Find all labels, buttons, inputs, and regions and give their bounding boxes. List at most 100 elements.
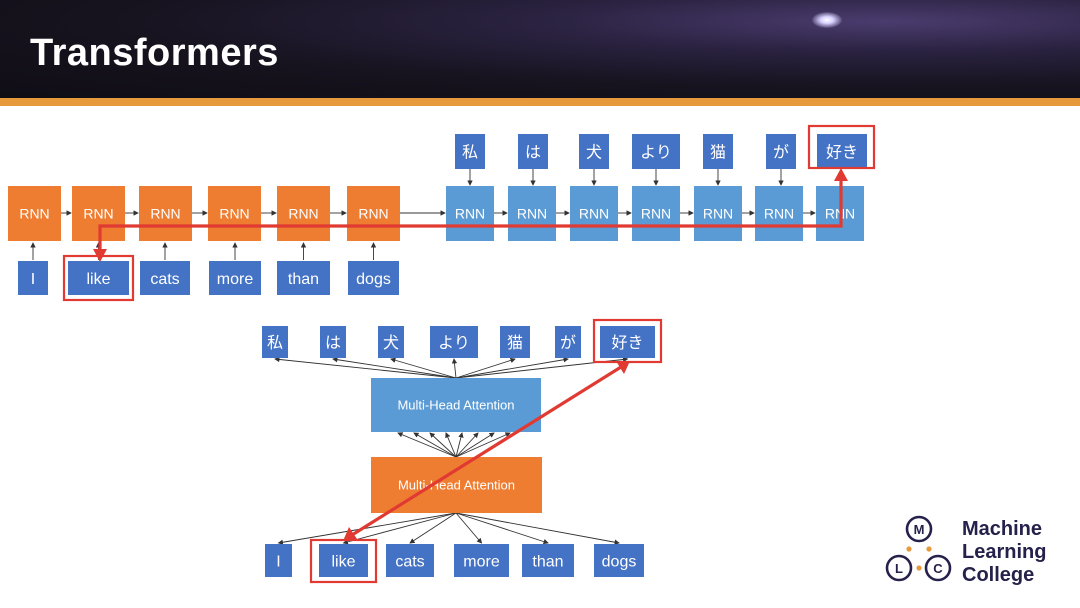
slide-header: Transformers [0, 0, 1080, 98]
attention-encoder-block-label: Multi-Head Attention [398, 478, 515, 493]
attention-output-word: が [555, 326, 581, 358]
attention-decoder-block-label: Multi-Head Attention [397, 398, 514, 413]
attention-direct-path-line [351, 365, 622, 537]
attention-input-arrow [455, 512, 483, 544]
rnn-output-word: 私 [455, 134, 485, 169]
attention-output-word-label: は [325, 335, 341, 352]
rnn-output-word: は [518, 134, 548, 169]
attention-stack-arrow [413, 432, 457, 458]
logo-line-1: Machine [962, 518, 1043, 540]
attention-input-arrow [277, 512, 457, 545]
attention-output-arrow [455, 357, 516, 379]
attention-output-word: 好き [600, 326, 655, 358]
rnn-decoder-cell-label: RNN [455, 206, 485, 222]
attention-stack-arrow [445, 432, 457, 458]
rnn-encoder-cell: RNN [8, 186, 61, 241]
attention-output-arrow [274, 356, 457, 379]
attention-stack-arrow [455, 432, 479, 458]
rnn-decoder-cell: RNN [755, 186, 803, 241]
rnn-long-path-line [98, 176, 843, 251]
rnn-decoder-cell: RNN [570, 186, 618, 241]
rnn-output-word-label: 犬 [586, 143, 602, 161]
rnn-decoder-cell: RNN [632, 186, 680, 241]
attention-path-arrowhead-down [343, 527, 357, 541]
rnn-input-word: dogs [348, 261, 399, 295]
attention-input-word-label: I [276, 553, 280, 570]
rnn-highlight-output-box [807, 124, 876, 170]
attention-stack-arrow [429, 432, 457, 458]
attention-stack-arrow [455, 432, 511, 458]
logo-letter-m: M [914, 522, 925, 537]
attention-stack-arrow [397, 432, 457, 458]
rnn-input-word-label: cats [150, 271, 179, 288]
rnn-encoder-cell-label: RNN [219, 206, 249, 222]
rnn-encoder-cell: RNN [208, 186, 261, 241]
rnn-output-word-label: は [525, 144, 541, 161]
attention-output-word-label: 猫 [507, 334, 523, 352]
rnn-decoder-cell-label: RNN [579, 206, 609, 222]
slide-title: Transformers [30, 32, 279, 74]
rnn-input-word-label: than [288, 271, 319, 288]
attention-input-word-label: cats [395, 553, 424, 570]
rnn-decoder-cell-label: RNN [703, 206, 733, 222]
rnn-output-word: 猫 [703, 134, 733, 169]
rnn-encoder-cell: RNN [347, 186, 400, 241]
rnn-encoder-cell-label: RNN [83, 206, 113, 222]
logo-line-3: College [962, 564, 1035, 586]
rnn-path-arrowhead-up [834, 168, 848, 181]
attention-output-arrow [332, 357, 457, 379]
rnn-output-word-label: 猫 [710, 143, 726, 161]
attention-path-arrowhead-up [616, 361, 630, 374]
rnn-output-word-label: より [640, 144, 672, 161]
rnn-decoder-cell: RNN [508, 186, 556, 241]
rnn-decoder-cell-label: RNN [517, 206, 547, 222]
attention-output-word: 猫 [500, 326, 530, 358]
rnn-encoder-cell-label: RNN [288, 206, 318, 222]
attention-output-word: 私 [262, 326, 288, 358]
rnn-input-word-label: more [217, 271, 254, 288]
mlc-logo: M L C Machine Learning College [878, 515, 1078, 595]
rnn-output-word-label: 私 [462, 143, 478, 161]
header-accent-bar [0, 98, 1080, 106]
attention-output-word: より [430, 326, 478, 358]
rnn-input-word: I [18, 261, 48, 295]
rnn-decoder-cell: RNN [694, 186, 742, 241]
rnn-decoder-cell-label: RNN [641, 206, 671, 222]
logo-letter-l: L [895, 561, 903, 576]
logo-line-2: Learning [962, 541, 1047, 563]
attention-encoder-block: Multi-Head Attention [371, 457, 542, 513]
logo-letter-c: C [933, 561, 943, 576]
rnn-output-word: 好き [817, 134, 867, 169]
rnn-input-word-label: I [31, 271, 35, 288]
attention-stack-arrow [455, 432, 495, 458]
rnn-input-word: like [68, 261, 129, 295]
attention-output-word-label: が [560, 334, 576, 352]
attention-output-word-label: 好き [611, 334, 643, 352]
attention-input-arrow [455, 512, 620, 545]
rnn-decoder-cell: RNN [446, 186, 494, 241]
rnn-encoder-cell-label: RNN [358, 206, 388, 222]
attention-input-word: than [522, 544, 574, 577]
attention-input-word: I [265, 544, 292, 577]
attention-output-word-label: より [438, 335, 470, 352]
rnn-output-word: より [632, 134, 680, 169]
rnn-encoder-cell-label: RNN [150, 206, 180, 222]
attention-input-word-label: more [463, 553, 500, 570]
rnn-encoder-cell-label: RNN [19, 206, 49, 222]
attention-output-word-label: 犬 [383, 334, 399, 352]
rnn-encoder-cell: RNN [139, 186, 192, 241]
light-flare-decoration [812, 12, 842, 28]
attention-output-word: は [320, 326, 346, 358]
attention-output-arrow [451, 358, 458, 379]
logo-wordmark: Machine Learning College [962, 518, 1046, 587]
rnn-input-word: than [277, 261, 330, 295]
rnn-path-arrowhead-down [93, 249, 107, 262]
attention-stack-arrow [455, 432, 464, 458]
attention-input-word: cats [386, 544, 434, 577]
attention-output-word-label: 私 [267, 334, 283, 352]
rnn-output-word: が [766, 134, 796, 169]
attention-input-word: more [454, 544, 509, 577]
attention-output-word: 犬 [378, 326, 404, 358]
rnn-encoder-cell: RNN [277, 186, 330, 241]
